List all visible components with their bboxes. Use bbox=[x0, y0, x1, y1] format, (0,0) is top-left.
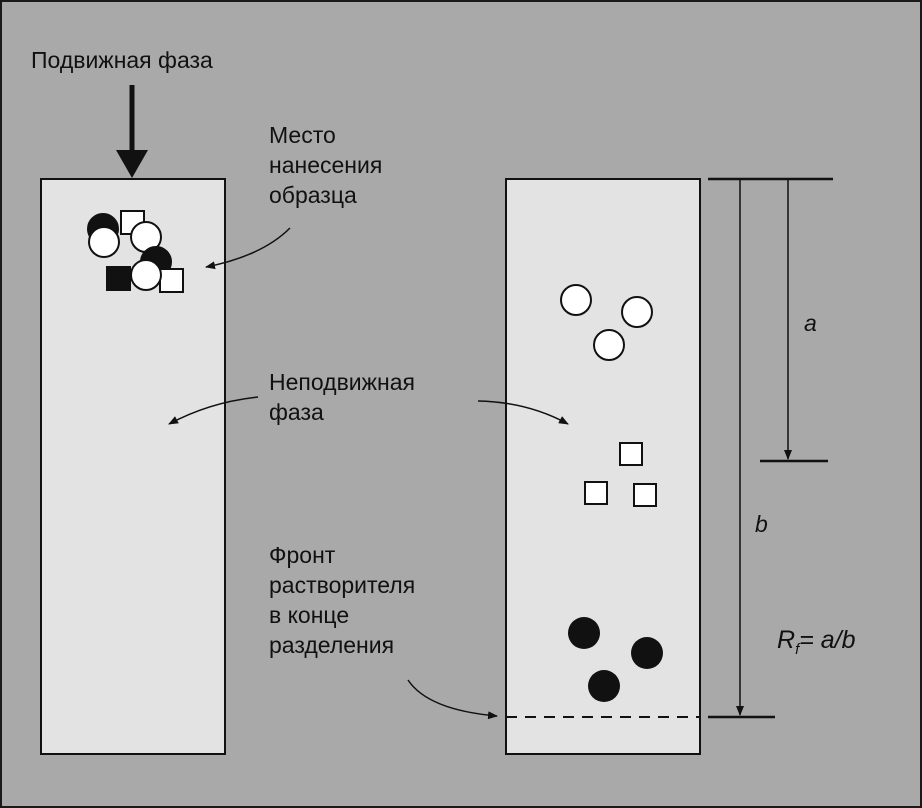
sample-cluster bbox=[87, 210, 184, 293]
stationary-phase-label: Неподвижная фаза bbox=[269, 369, 415, 425]
open-spot-marker bbox=[130, 259, 162, 291]
dark-spot-marker bbox=[631, 637, 663, 669]
open-spot-marker bbox=[560, 284, 592, 316]
square-spot-marker bbox=[584, 481, 608, 505]
rf-expression: = a/b bbox=[799, 626, 856, 654]
dark-circle-group bbox=[568, 617, 663, 702]
mobile-phase-label: Подвижная фаза bbox=[31, 47, 213, 73]
dark-spot-marker bbox=[588, 670, 620, 702]
square-spot-marker bbox=[159, 268, 184, 293]
distance-a-label: a bbox=[804, 310, 817, 336]
square-spot-marker bbox=[619, 442, 643, 466]
stationary-pointer-left bbox=[168, 396, 259, 425]
dark-square-marker bbox=[106, 266, 131, 291]
open-spot-marker bbox=[621, 296, 653, 328]
dark-spot-marker bbox=[568, 617, 600, 649]
mobile-phase-arrowhead bbox=[116, 150, 148, 178]
plate-initial bbox=[40, 178, 226, 755]
stationary-pointer-right bbox=[477, 400, 569, 425]
rf-formula: Rf= a/b bbox=[777, 625, 856, 665]
solvent-front-label: Фронт растворителя в конце разделения bbox=[269, 542, 416, 658]
distance-b-label: b bbox=[755, 511, 768, 537]
rf-symbol: R bbox=[777, 626, 796, 654]
solvent-front-pointer bbox=[407, 679, 498, 720]
open-circle-group bbox=[560, 284, 653, 361]
square-group bbox=[584, 442, 657, 507]
square-spot-marker bbox=[633, 483, 657, 507]
sample-site-pointer bbox=[205, 227, 291, 270]
open-spot-marker bbox=[593, 329, 625, 361]
rf-subscript: f bbox=[795, 641, 800, 658]
plate-developed bbox=[505, 178, 701, 755]
sample-site-label: Место нанесения образца bbox=[269, 122, 383, 208]
open-spot-marker bbox=[88, 226, 120, 258]
